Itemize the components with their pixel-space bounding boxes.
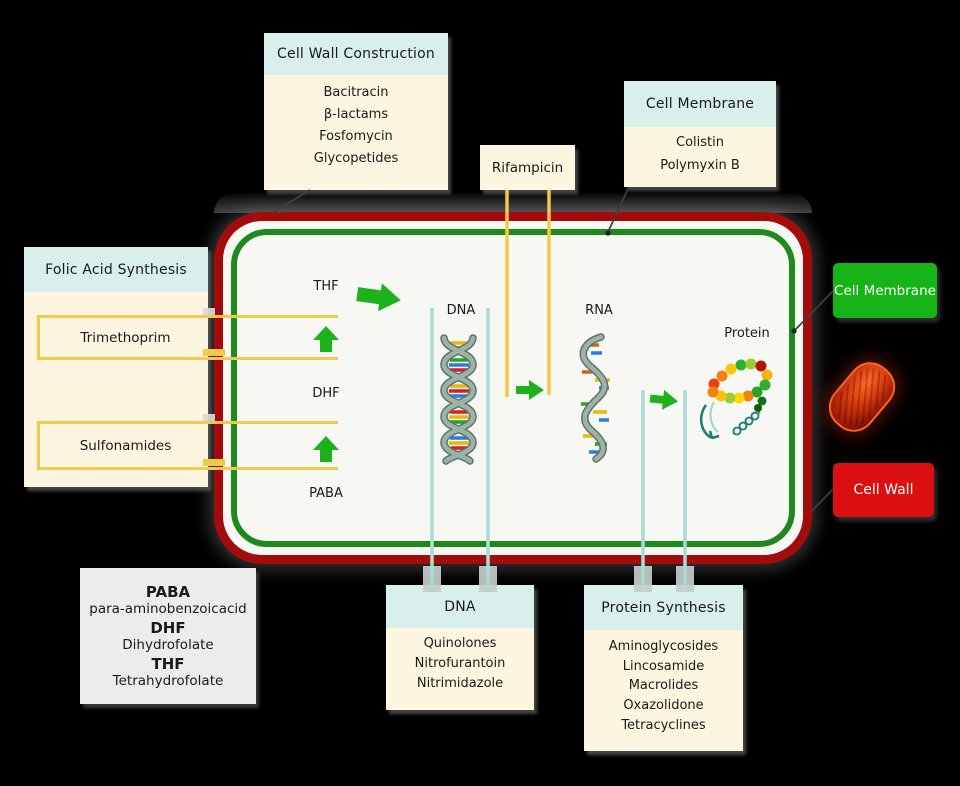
connector-wall-tag — [811, 488, 834, 512]
drug-item: Oxazolidone — [623, 698, 704, 714]
rna-label: RNA — [585, 303, 613, 318]
drug-item: Fosfomycin — [319, 129, 393, 144]
cell-wall-tag-label: Cell Wall — [853, 482, 914, 498]
bacterium-image — [819, 353, 905, 441]
drug-item: Rifampicin — [491, 159, 564, 176]
dna-drugs-title: DNA — [386, 585, 534, 628]
protein-label: Protein — [724, 326, 770, 341]
cell-wall-construction-title: Cell Wall Construction — [264, 33, 448, 75]
legend-name: Tetrahydrofolate — [112, 673, 224, 689]
drug-item: Colistin — [676, 135, 724, 150]
cell-membrane-tag: Cell Membrane — [833, 263, 937, 318]
cell-membrane-drugs-title: Cell Membrane — [624, 81, 776, 127]
bacterial-cell-membrane — [231, 229, 795, 547]
drug-item: Macrolides — [628, 678, 699, 694]
cell-wall-construction-box: Cell Wall Construction Bacitracin β-lact… — [264, 33, 448, 190]
legend-abbr: THF — [151, 655, 185, 673]
folic-acid-synthesis-box: Folic Acid Synthesis — [24, 247, 208, 487]
abbreviation-legend: PABA para-aminobenzoicacid DHF Dihydrofo… — [80, 568, 256, 704]
drug-item: Aminoglycosides — [608, 639, 719, 654]
drug-item: Nitrofurantoin — [414, 656, 506, 671]
trimethoprim-inhibitor-box: Trimethoprim — [37, 315, 338, 360]
cell-membrane-tag-label: Cell Membrane — [834, 282, 936, 299]
drug-item: β-lactams — [323, 107, 389, 122]
drug-item: Polymyxin B — [660, 158, 740, 173]
protein-synthesis-box: Protein Synthesis Aminoglycosides Lincos… — [584, 585, 743, 751]
legend-abbr: PABA — [145, 583, 191, 601]
legend-abbr: DHF — [150, 619, 186, 637]
drug-item: Nitrimidazole — [416, 676, 504, 691]
protein-synthesis-title: Protein Synthesis — [584, 585, 743, 630]
cell-membrane-drugs-box: Cell Membrane Colistin Polymyxin B — [624, 81, 776, 187]
dna-label: DNA — [446, 303, 476, 318]
drug-item: Sulfonamides — [79, 437, 172, 454]
rifampicin-box: Rifampicin — [480, 145, 575, 190]
legend-name: para-aminobenzoicacid — [89, 601, 247, 617]
dhf-label: DHF — [312, 386, 340, 401]
drug-item: Trimethoprim — [80, 329, 171, 346]
sulfonamides-inhibitor-box: Sulfonamides — [37, 421, 338, 470]
legend-name: Dihydrofolate — [122, 637, 214, 653]
drug-item: Quinolones — [423, 636, 497, 651]
thf-label: THF — [313, 279, 339, 294]
cell-shadow — [214, 193, 812, 213]
dna-drugs-box: DNA Quinolones Nitrofurantoin Nitrimidaz… — [386, 585, 534, 710]
folic-acid-synthesis-title: Folic Acid Synthesis — [24, 247, 208, 292]
cell-wall-tag: Cell Wall — [833, 463, 934, 517]
drug-item: Bacitracin — [323, 85, 389, 100]
bacterium-texture — [826, 360, 898, 434]
paba-label: PABA — [309, 486, 343, 501]
drug-item: Lincosamide — [622, 658, 705, 674]
drug-item: Glycopetides — [313, 151, 399, 166]
drug-item: Tetracyclines — [621, 717, 706, 733]
